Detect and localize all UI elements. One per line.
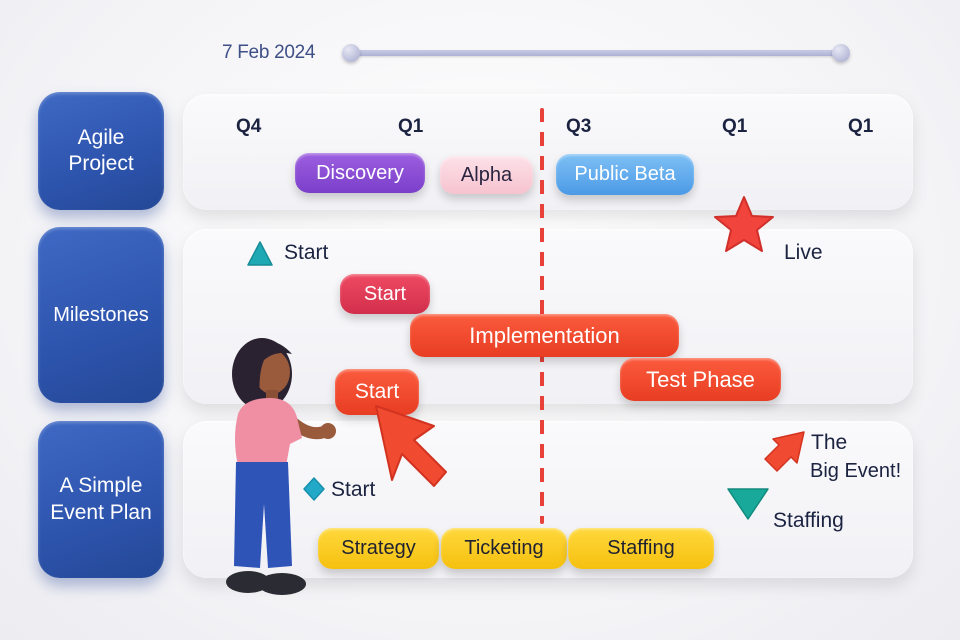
big-event-label-line1: The	[811, 431, 848, 454]
phase-public-beta[interactable]: Public Beta	[556, 154, 694, 195]
implementation-bar[interactable]: Implementation	[410, 314, 679, 357]
test-phase-bar[interactable]: Test Phase	[620, 358, 781, 401]
slider-start-handle[interactable]	[342, 44, 360, 62]
triangle-up-icon	[247, 241, 273, 266]
person-illustration	[226, 338, 336, 595]
date-label: 7 Feb 2024	[222, 42, 316, 63]
cursor-arrow-icon	[375, 405, 447, 487]
row-label-text: A Simple Event Plan	[50, 474, 152, 524]
quarter-label: Q1	[398, 116, 424, 137]
triangle-down-icon	[727, 488, 769, 520]
row-label-milestones[interactable]: Milestones	[38, 227, 164, 403]
phase-alpha[interactable]: Alpha	[440, 156, 533, 194]
phase-discovery[interactable]: Discovery	[295, 153, 425, 193]
slider-end-handle[interactable]	[832, 44, 850, 62]
quarter-label: Q1	[848, 116, 874, 137]
big-event-label-line2: Big Event!	[810, 460, 902, 482]
milestone-start-label: Start	[284, 241, 329, 264]
quarter-label: Q3	[566, 116, 592, 137]
task-strategy[interactable]: Strategy	[318, 528, 439, 569]
arrow-up-right-icon	[764, 431, 805, 472]
quarter-label: Q1	[722, 116, 748, 137]
row-label-text: Milestones	[53, 303, 149, 326]
star-icon	[714, 196, 774, 252]
date-slider-track[interactable]	[350, 50, 840, 56]
task-ticketing[interactable]: Ticketing	[441, 528, 567, 569]
row-label-agile-project[interactable]: Agile Project	[38, 92, 164, 210]
diamond-icon	[303, 477, 325, 501]
row-label-event-plan[interactable]: A Simple Event Plan	[38, 421, 164, 578]
staffing-marker-label: Staffing	[773, 509, 844, 532]
quarter-label: Q4	[236, 116, 262, 137]
lane-agile-project	[183, 94, 913, 210]
row-label-text: Agile Project	[68, 125, 134, 175]
event-start-label: Start	[331, 478, 376, 501]
milestone-start-bar[interactable]: Start	[340, 274, 430, 314]
task-staffing[interactable]: Staffing	[568, 528, 714, 569]
milestone-live-label: Live	[784, 241, 823, 264]
